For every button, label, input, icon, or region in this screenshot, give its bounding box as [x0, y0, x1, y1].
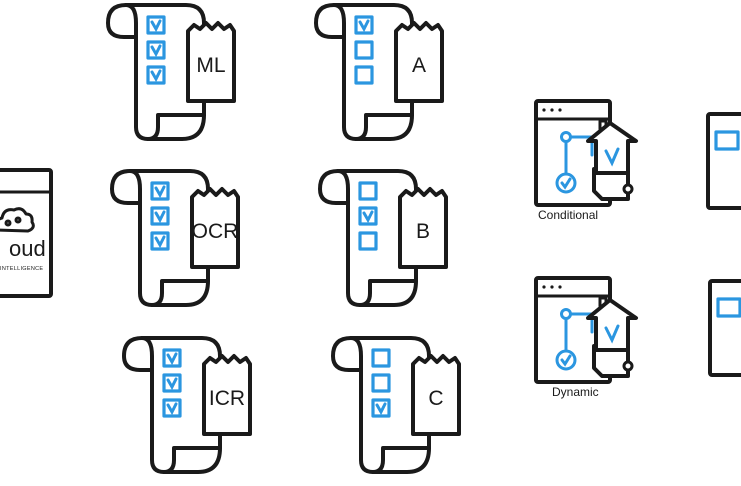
checkbox-icon: [358, 231, 378, 251]
scroll-curl: [122, 336, 156, 372]
flow-node: [622, 183, 634, 195]
workflow-conditional-label: Conditional: [538, 208, 598, 222]
checkbox-icon: [162, 373, 182, 393]
check-mark-icon: [150, 19, 162, 33]
logo-card: oud INTELLIGENCE: [0, 168, 53, 298]
document-ml: ML: [106, 3, 236, 141]
right-card-bottom: [708, 279, 741, 377]
checkbox-icon: [146, 65, 166, 85]
workflow-conditional: Conditional: [534, 99, 638, 222]
check-mark-icon: [166, 402, 178, 416]
checkbox-icon: [150, 181, 170, 201]
check-mark-icon: [154, 185, 166, 199]
window-dot: [542, 108, 546, 112]
checkbox-icon: [150, 231, 170, 251]
check-mark-icon: [375, 402, 387, 416]
scroll-bottom-curl: [358, 279, 418, 307]
check-mark-icon: [166, 352, 178, 366]
torn-tag: [202, 354, 252, 436]
document-label: ICR: [209, 387, 245, 410]
checkbox-icon: [358, 206, 378, 226]
right-card-top: [706, 112, 741, 210]
checkbox-icon: [162, 398, 182, 418]
torn-tag: [186, 21, 236, 103]
check-mark-icon: [154, 210, 166, 224]
cloud-icon: [0, 207, 35, 233]
checkbox-icon: [146, 40, 166, 60]
document-label: B: [416, 220, 430, 243]
scroll-curl: [331, 336, 365, 372]
scroll-curl: [314, 3, 348, 39]
check-mark-icon: [604, 324, 620, 344]
check-mark-icon: [358, 19, 370, 33]
torn-tag: [190, 187, 240, 269]
square-icon: [716, 297, 741, 318]
checkbox-icon: [354, 40, 374, 60]
house-icon: [586, 298, 638, 352]
torn-tag: [411, 354, 461, 436]
document-label: ML: [196, 54, 225, 77]
workflow-dynamic: Dynamic: [534, 276, 638, 399]
document-label: OCR: [192, 220, 239, 243]
checkbox-icon: [358, 181, 378, 201]
flow-node: [560, 308, 572, 320]
window-dot: [550, 108, 554, 112]
flow-node: [560, 131, 572, 143]
document-ocr: OCR: [110, 169, 240, 307]
scroll-curl: [110, 169, 144, 205]
check-mark-icon: [150, 69, 162, 83]
workflow-dynamic-label: Dynamic: [552, 385, 599, 399]
checkbox-icon: [354, 65, 374, 85]
document-icr: ICR: [122, 336, 252, 474]
check-mark-icon: [150, 44, 162, 58]
document-label: C: [428, 387, 443, 410]
checkbox-icon: [371, 348, 391, 368]
window-dot: [558, 285, 562, 289]
checkbox-icon: [354, 15, 374, 35]
logo-subtext: INTELLIGENCE: [0, 266, 43, 272]
window-dot: [542, 285, 546, 289]
scroll-curl: [106, 3, 140, 39]
checkbox-icon: [162, 348, 182, 368]
house-icon: [586, 121, 638, 175]
document-a: A: [314, 3, 444, 141]
scroll-bottom-curl: [146, 113, 206, 141]
torn-tag: [394, 21, 444, 103]
checkbox-icon: [371, 373, 391, 393]
scroll-bottom-curl: [162, 446, 222, 474]
checkbox-icon: [146, 15, 166, 35]
check-mark-icon: [166, 377, 178, 391]
check-mark-icon: [362, 210, 374, 224]
document-c: C: [331, 336, 461, 474]
scroll-bottom-curl: [354, 113, 414, 141]
checkbox-icon: [371, 398, 391, 418]
window-dot: [558, 108, 562, 112]
window-dot: [550, 285, 554, 289]
document-b: B: [318, 169, 448, 307]
flow-node: [622, 360, 634, 372]
check-mark-icon: [604, 147, 620, 167]
scroll-curl: [318, 169, 352, 205]
torn-tag: [398, 187, 448, 269]
square-icon: [714, 130, 740, 151]
document-label: A: [412, 54, 426, 77]
check-mark-icon: [154, 235, 166, 249]
checkbox-icon: [150, 206, 170, 226]
scroll-bottom-curl: [150, 279, 210, 307]
scroll-bottom-curl: [371, 446, 431, 474]
logo-text: oud: [9, 236, 46, 261]
